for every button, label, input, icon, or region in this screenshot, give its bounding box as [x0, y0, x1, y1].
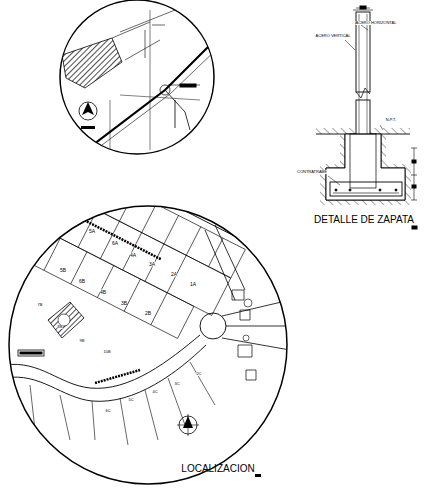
- site-plan: [5, 145, 290, 484]
- lot-number: 3C: [174, 382, 179, 386]
- north-arrow: [79, 102, 97, 129]
- callout-text: ACERO HORIZONTAL: [356, 21, 397, 25]
- lot-number: 9B: [80, 339, 85, 343]
- caption: LOCALIZACION: [181, 464, 254, 474]
- lot-number: 6A: [112, 241, 118, 246]
- level-mark: N.P.T.: [386, 118, 396, 122]
- title-mark: [255, 474, 261, 477]
- lot-number: 5A: [89, 229, 95, 234]
- north-arrow: [177, 414, 199, 436]
- lot-number: 3A: [149, 262, 155, 267]
- vicinity-map: [60, 0, 220, 172]
- lot-number: 3B: [121, 301, 127, 306]
- lot-number: 5C: [128, 398, 133, 402]
- lot-number: 2A: [171, 272, 177, 277]
- lot-number: 7B: [38, 303, 43, 307]
- lot-number: 4A: [130, 253, 136, 258]
- lot-number: 6B: [79, 279, 85, 284]
- lot-number: 8B: [58, 325, 63, 329]
- lot-number: 2B: [145, 311, 151, 316]
- lot-number: 2C: [196, 372, 201, 376]
- lot-number: 6C: [105, 409, 110, 413]
- caption: DETALLE DE ZAPATA: [314, 215, 414, 225]
- lot-number: 5B: [60, 268, 66, 273]
- lot-number: 4C: [152, 390, 157, 394]
- lot-number: 4B: [100, 290, 106, 295]
- callout-text: CONTRATRABE: [297, 170, 327, 174]
- lot-number: 10B: [103, 350, 110, 354]
- callout-text: ACERO VERTICAL: [316, 34, 351, 38]
- lot-number: 1A: [190, 282, 196, 287]
- footing-detail: [316, 6, 417, 229]
